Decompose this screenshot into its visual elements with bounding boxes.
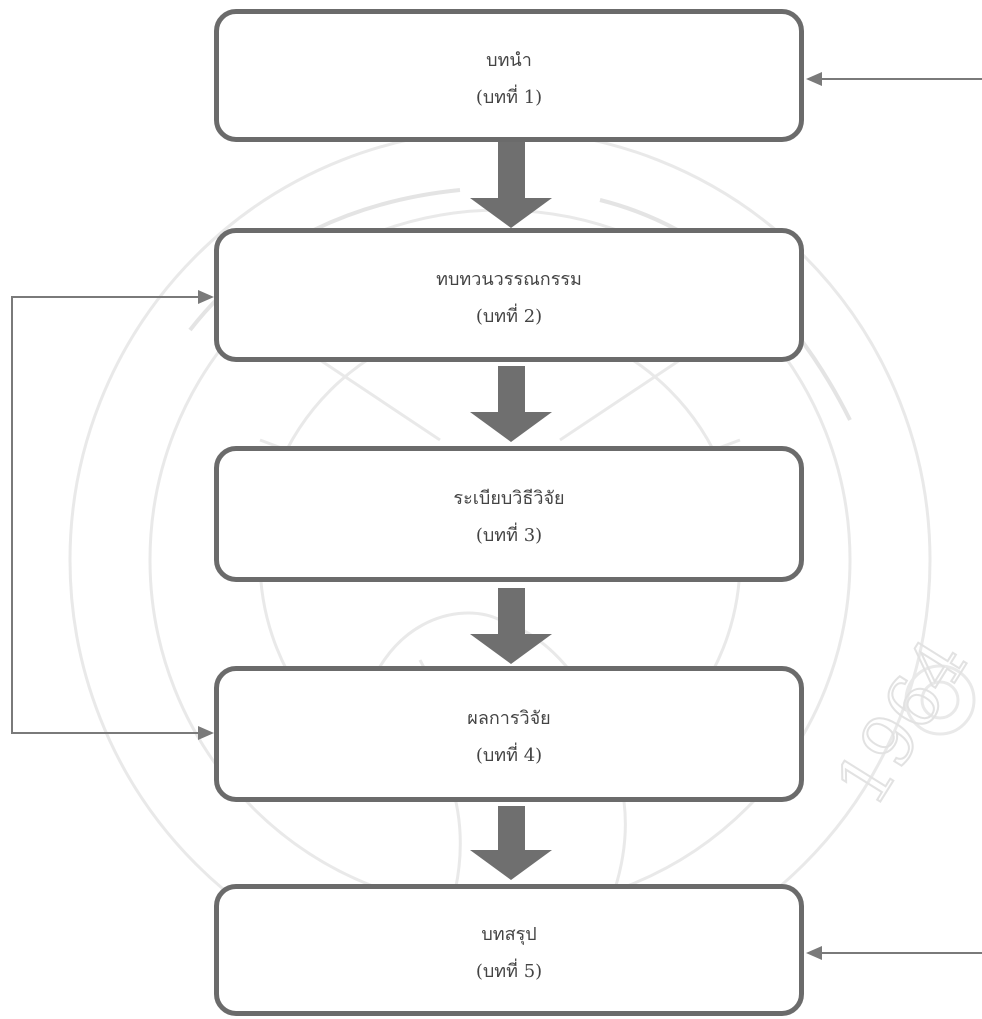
step-chapter: (บทที่ 4) (475, 745, 543, 766)
step-box-introduction: บทนำ (บทที่ 1) (214, 9, 804, 142)
step-title: ผลการวิจัย (467, 708, 551, 729)
step-chapter: (บทที่ 3) (475, 525, 543, 546)
step-box-literature-review: ทบทวนวรรณกรรม (บทที่ 2) (214, 228, 804, 362)
step-title: บทสรุป (481, 924, 537, 945)
feedback-line-left (11, 296, 210, 734)
step-box-results: ผลการวิจัย (บทที่ 4) (214, 666, 804, 802)
step-chapter: (บทที่ 1) (475, 86, 543, 108)
step-box-methodology: ระเบียบวิธีวิจัย (บทที่ 3) (214, 446, 804, 582)
flow-arrow-1-2 (470, 122, 552, 228)
arrowhead-into-box-2 (198, 290, 214, 304)
arrowhead-into-box-4 (198, 726, 214, 740)
step-title: ระเบียบวิธีวิจัย (453, 488, 565, 509)
step-chapter: (บทที่ 2) (475, 306, 543, 327)
arrowhead-into-box-5 (806, 946, 822, 960)
flow-arrow-2-3 (470, 366, 552, 442)
step-title: ทบทวนวรรณกรรม (436, 269, 582, 290)
arrowhead-into-box-1 (806, 72, 822, 86)
step-title: บทนำ (486, 49, 532, 71)
step-box-conclusion: บทสรุป (บทที่ 5) (214, 884, 804, 1016)
flow-arrows (470, 122, 552, 880)
flow-arrow-3-4 (470, 588, 552, 664)
flow-arrow-4-5 (470, 806, 552, 880)
step-chapter: (บทที่ 5) (475, 961, 543, 982)
